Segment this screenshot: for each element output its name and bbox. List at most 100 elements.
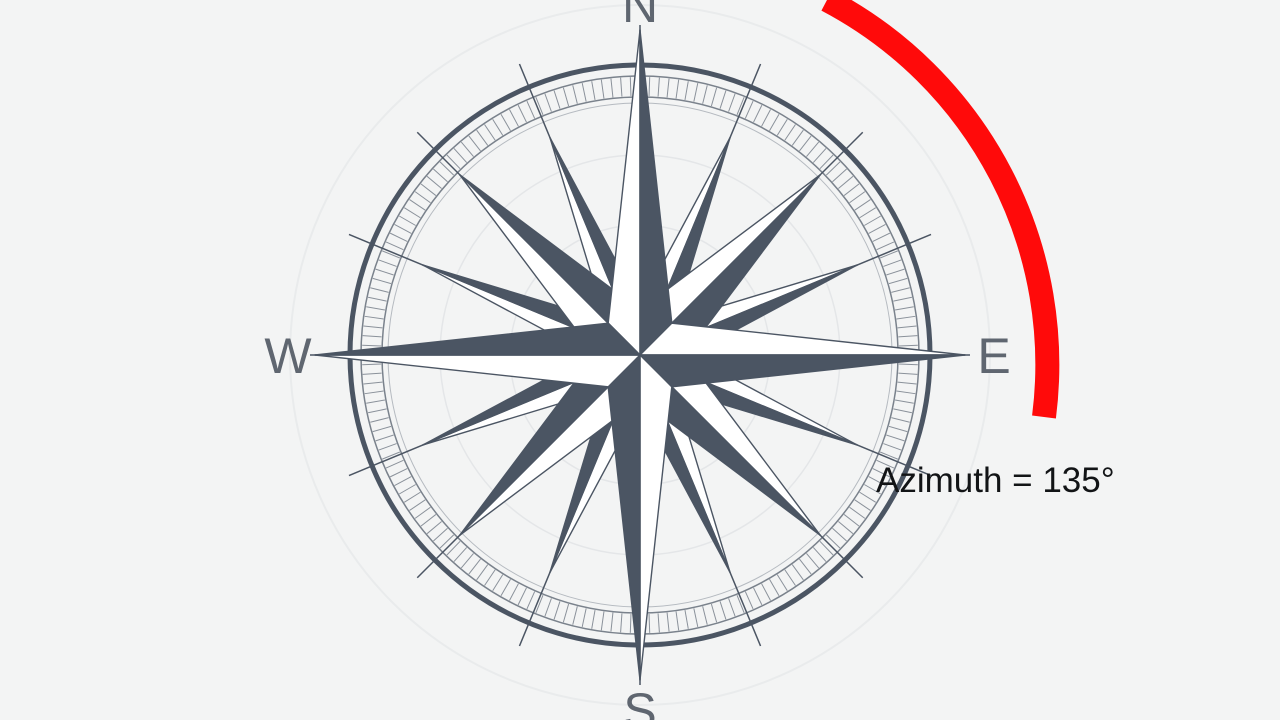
degree-tick — [894, 399, 914, 404]
degree-tick — [363, 325, 383, 329]
degree-tick — [799, 135, 812, 152]
degree-tick — [370, 287, 389, 293]
label-north: N — [622, 0, 658, 33]
degree-tick — [819, 154, 834, 170]
degree-tick — [872, 468, 891, 478]
degree-tick — [684, 609, 689, 629]
degree-tick — [719, 601, 727, 620]
degree-tick — [446, 154, 461, 170]
degree-tick — [385, 459, 404, 469]
degree-tick — [843, 183, 860, 196]
degree-tick — [362, 335, 382, 338]
degree-tick — [364, 315, 384, 320]
degree-tick — [544, 93, 552, 112]
degree-tick — [581, 82, 587, 102]
degree-tick — [675, 611, 680, 631]
degree-tick — [426, 521, 442, 535]
degree-tick — [363, 381, 383, 385]
degree-tick — [728, 93, 736, 112]
degree-tick — [893, 296, 913, 302]
degree-tick — [897, 381, 917, 385]
degree-tick — [761, 109, 771, 127]
degree-tick — [535, 594, 544, 613]
azimuth-arc — [821, 0, 1060, 419]
degree-tick — [476, 564, 489, 581]
degree-tick — [439, 161, 455, 176]
degree-tick — [883, 259, 902, 267]
degree-tick — [898, 363, 918, 366]
degree-tick — [572, 85, 578, 104]
rose-point-cardinal-dark — [639, 354, 966, 388]
degree-tick — [854, 499, 871, 511]
degree-tick — [896, 390, 916, 395]
degree-tick — [648, 613, 651, 633]
degree-tick — [409, 499, 426, 511]
degree-tick — [468, 135, 481, 152]
degree-tick — [776, 118, 788, 136]
degree-tick — [648, 77, 651, 97]
degree-tick — [888, 277, 908, 285]
degree-tick — [876, 241, 895, 251]
degree-tick — [753, 587, 763, 606]
degree-tick — [728, 598, 736, 617]
degree-tick — [898, 335, 918, 338]
degree-tick — [666, 612, 670, 632]
degree-tick — [375, 434, 394, 442]
degree-tick — [806, 553, 820, 569]
degree-tick — [832, 168, 847, 183]
degree-tick — [414, 506, 431, 519]
degree-tick — [859, 491, 877, 503]
degree-tick — [838, 175, 854, 189]
degree-tick — [362, 363, 382, 366]
degree-tick — [893, 408, 913, 414]
degree-tick — [610, 78, 614, 98]
degree-tick — [600, 79, 605, 99]
degree-tick — [362, 344, 382, 347]
degree-tick — [394, 224, 412, 234]
degree-tick — [600, 611, 605, 631]
halo-ring-outer — [289, 4, 991, 706]
degree-tick — [854, 199, 871, 211]
degree-tick — [398, 215, 416, 226]
degree-tick — [825, 534, 841, 549]
degree-tick — [886, 434, 905, 442]
degree-tick — [414, 191, 431, 204]
degree-tick — [446, 540, 461, 556]
degree-tick — [581, 608, 587, 628]
degree-tick — [898, 344, 918, 347]
degree-tick — [385, 241, 404, 251]
degree-tick — [799, 558, 812, 575]
label-south: S — [623, 683, 656, 720]
degree-tick — [517, 104, 527, 123]
degree-tick — [657, 77, 660, 97]
degree-tick — [610, 612, 614, 632]
degree-tick — [370, 417, 389, 423]
rose-point-cardinal-dark — [639, 29, 673, 356]
degree-tick — [843, 514, 860, 527]
degree-tick — [526, 100, 536, 119]
degree-tick — [657, 613, 660, 633]
degree-tick — [849, 191, 866, 204]
degree-tick — [460, 141, 474, 157]
degree-tick — [894, 306, 914, 311]
degree-tick — [433, 527, 448, 542]
degree-tick — [629, 77, 632, 97]
degree-tick — [476, 129, 489, 146]
degree-tick — [394, 476, 412, 486]
degree-tick — [468, 558, 481, 575]
degree-tick — [398, 484, 416, 495]
degree-tick — [389, 232, 408, 242]
degree-tick — [500, 113, 511, 131]
degree-tick — [702, 606, 708, 625]
degree-tick — [433, 168, 448, 183]
azimuth-readout: Azimuth = 135° — [876, 461, 1115, 500]
degree-tick — [891, 287, 910, 293]
degree-tick — [744, 591, 754, 610]
degree-tick — [825, 161, 841, 176]
degree-tick — [553, 601, 561, 620]
degree-tick — [375, 268, 394, 276]
degree-tick — [812, 148, 827, 163]
degree-tick — [769, 113, 780, 131]
degree-tick — [896, 315, 916, 320]
